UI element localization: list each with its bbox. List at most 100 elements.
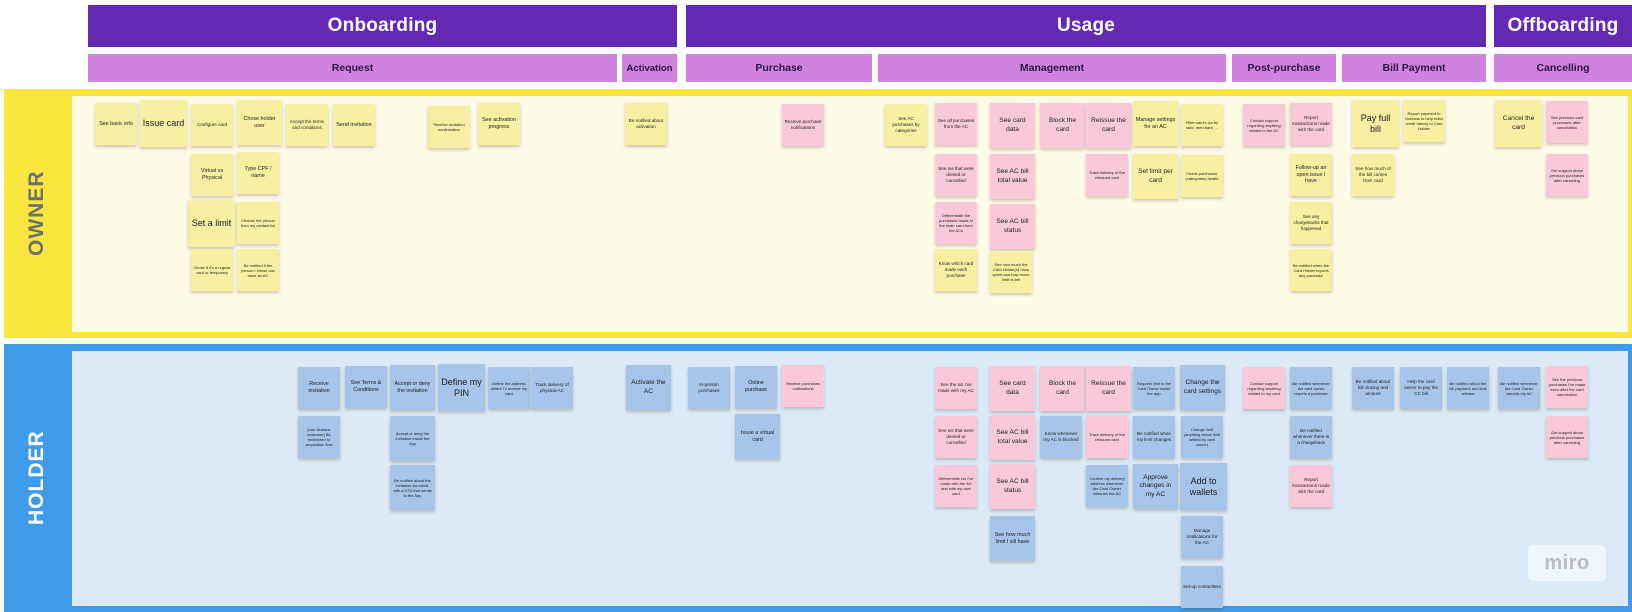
sticky-note[interactable]: Track delivery of the reissued card <box>1086 154 1128 196</box>
phase-header-usage[interactable]: Usage <box>686 5 1486 47</box>
sticky-note[interactable]: Be notified when the Card Holder reports… <box>1290 249 1332 291</box>
sticky-note[interactable]: Be notified if the person I chose can ha… <box>237 249 279 291</box>
sticky-note[interactable]: Report payment to bureaus to help build … <box>1403 100 1445 142</box>
sticky-note[interactable]: Manage notifications for the AC <box>1181 516 1223 558</box>
sticky-note[interactable]: Be notified whenever the card owner repo… <box>1290 367 1332 409</box>
sticky-note[interactable]: Follow-up an open issue I have <box>1290 154 1332 196</box>
sticky-note[interactable]: See any chargebacks that happened <box>1290 202 1332 244</box>
sticky-note[interactable]: Block the card <box>1040 103 1085 148</box>
sticky-note[interactable]: Differentiate the purchases made in the … <box>935 202 977 244</box>
sticky-note[interactable]: See txs that were denied or cancelled <box>935 416 977 458</box>
sticky-note[interactable]: Pay full bill <box>1352 100 1399 147</box>
sticky-note[interactable]: Report transactions made with the card <box>1290 465 1332 507</box>
sticky-note[interactable]: See card data <box>990 366 1035 411</box>
subphase-header-management[interactable]: Management <box>878 54 1226 82</box>
sticky-note[interactable]: Change limit (anything below limit settl… <box>1181 416 1223 458</box>
subphase-header-bill-payment[interactable]: Bill Payment <box>1342 54 1486 82</box>
sticky-note[interactable]: See basic info <box>95 103 137 145</box>
sticky-note[interactable]: See AC bill status <box>990 464 1035 509</box>
sticky-note[interactable]: Accept or deny the invitation <box>390 365 435 410</box>
sticky-note[interactable]: Issue a virtual card <box>735 414 780 459</box>
sticky-note[interactable]: Accept the terms and conditions <box>286 104 328 146</box>
sticky-note[interactable]: Track delivery of physical AC <box>531 367 573 409</box>
sticky-note[interactable]: Manage settings for an AC <box>1133 101 1178 146</box>
sticky-note[interactable]: Track delivery of the reissued card <box>1086 416 1128 458</box>
sticky-note[interactable]: Help the card owner to pay the CC bill <box>1400 367 1442 409</box>
sticky-note[interactable]: Choose the person from my contact list <box>237 202 279 244</box>
sticky-note[interactable]: Filter card's txs by card, merchant, ... <box>1181 104 1223 146</box>
sticky-note[interactable]: Know which card made each purchase <box>935 249 977 291</box>
sticky-note[interactable]: See all purchases from the AC <box>935 103 977 145</box>
sticky-note[interactable]: Know whenever my AC is blocked <box>1040 416 1082 458</box>
sticky-note[interactable]: Online purchase <box>735 366 777 408</box>
sticky-note[interactable]: See AC purchases by categories <box>885 104 927 146</box>
subphase-header-request[interactable]: Request <box>88 54 617 82</box>
sticky-note[interactable]: See how much limit I sill have <box>990 516 1035 561</box>
sticky-note[interactable]: Report transactions made with the card <box>1290 103 1332 145</box>
sticky-note[interactable]: Set limit per card <box>1133 154 1178 199</box>
sticky-note[interactable]: Receive purchase notifications <box>782 104 824 146</box>
sticky-note[interactable]: Activate the AC <box>626 365 671 410</box>
sticky-note[interactable]: [non-Nubank customer] Be redirected to a… <box>298 416 340 458</box>
phase-header-offboarding[interactable]: Offboarding <box>1494 5 1632 47</box>
sticky-note[interactable]: Set a limit <box>188 200 235 247</box>
sticky-note[interactable]: Get support about previous purchases aft… <box>1546 154 1588 196</box>
sticky-note[interactable]: See AC bill total value <box>990 154 1035 199</box>
sticky-note[interactable]: Send invitation <box>333 104 375 146</box>
sticky-note[interactable]: Be notified whenever there is a chargeba… <box>1290 416 1332 458</box>
sticky-note[interactable]: See activation progress <box>478 103 520 145</box>
sticky-note[interactable]: Contact support regarding anything relat… <box>1243 367 1285 409</box>
sticky-note[interactable]: See how much of the bill comes from card <box>1352 154 1394 196</box>
sticky-note[interactable]: Approve changes in my AC <box>1133 464 1178 509</box>
sticky-note[interactable]: Define the address where I'll receive my… <box>488 367 530 409</box>
lane-holder-label: HOLDER <box>25 430 48 526</box>
sticky-note[interactable]: Set-up contactless <box>1181 566 1223 608</box>
sticky-note[interactable]: Request limit to the Card Owner inside t… <box>1133 367 1175 409</box>
sticky-note[interactable]: Check purchases' (categories) health <box>1181 155 1223 197</box>
sticky-note[interactable]: See Terms & Conditions <box>345 366 387 408</box>
sticky-note[interactable]: Cancel the card <box>1495 100 1542 147</box>
sticky-note[interactable]: Chose holder user <box>237 100 282 145</box>
sticky-note[interactable]: Define my PIN <box>438 364 485 411</box>
sticky-note[interactable]: Be notified about bill closing and amoun… <box>1352 367 1394 409</box>
sticky-note[interactable]: Virtual vs Physical <box>191 154 233 196</box>
sticky-note[interactable]: Type CPF / name <box>237 152 279 194</box>
sticky-note[interactable]: Be notified about activation <box>625 103 667 145</box>
sticky-note[interactable]: Be notified about the invitation via ema… <box>390 465 435 510</box>
lane-owner-label: OWNER <box>25 170 48 257</box>
sticky-note[interactable]: Confirm my delivery address whenever the… <box>1086 465 1128 507</box>
sticky-note[interactable]: Receive purchases notifications <box>782 365 824 407</box>
phase-header-onboarding[interactable]: Onboarding <box>88 5 677 47</box>
sticky-note[interactable]: Get support about previous purchases aft… <box>1546 416 1588 458</box>
sticky-note[interactable]: See card data <box>990 103 1035 148</box>
subphase-header-cancelling[interactable]: Cancelling <box>1494 54 1632 82</box>
sticky-note[interactable]: Be notified about the bill payment and l… <box>1447 367 1489 409</box>
sticky-note[interactable]: Be notified whenever the Card Owner canc… <box>1498 367 1540 409</box>
sticky-note[interactable]: Differentiate txs I've made with the AD … <box>935 465 977 507</box>
subphase-header-post-purchase[interactable]: Post-purchase <box>1232 54 1336 82</box>
sticky-note[interactable]: Chose if it's a regular card or temporar… <box>191 249 233 291</box>
sticky-note[interactable]: Block the card <box>1040 366 1085 411</box>
sticky-note[interactable]: Reissue the card <box>1086 366 1131 411</box>
sticky-note[interactable]: Add to wallets <box>1180 463 1227 510</box>
sticky-note[interactable]: Change the card settings <box>1180 365 1225 410</box>
sticky-note[interactable]: Accept or deny the invitation inside the… <box>390 416 435 461</box>
sticky-note[interactable]: Configure card <box>191 104 233 146</box>
sticky-note[interactable]: Issue card <box>140 100 187 147</box>
sticky-note[interactable]: See the txs I've made with my AC <box>935 367 977 409</box>
subphase-header-activation[interactable]: Activation <box>622 54 677 82</box>
sticky-note[interactable]: See AC bill total value <box>990 415 1035 460</box>
subphase-header-purchase[interactable]: Purchase <box>686 54 872 82</box>
sticky-note[interactable]: See AC bill status <box>990 204 1035 249</box>
sticky-note[interactable]: See the previous purchases I've made eve… <box>1546 366 1588 408</box>
sticky-note[interactable]: Be notified when my limit changes <box>1133 416 1175 458</box>
sticky-note[interactable]: Receive invitation <box>298 367 340 409</box>
sticky-note[interactable]: See txs that were denied or cancelled <box>935 154 977 196</box>
sticky-note[interactable]: Contact support regarding anything relat… <box>1243 104 1285 146</box>
sticky-note[interactable]: See previous card purchases after cancel… <box>1546 101 1588 143</box>
sticky-note[interactable]: Reissue the card <box>1086 103 1131 148</box>
sticky-note[interactable]: See how much the Card Holder(s) have spe… <box>990 251 1032 293</box>
sticky-note[interactable]: Receive invitation confirmation <box>428 106 470 148</box>
sticky-note[interactable]: In-person purchases <box>688 367 730 409</box>
